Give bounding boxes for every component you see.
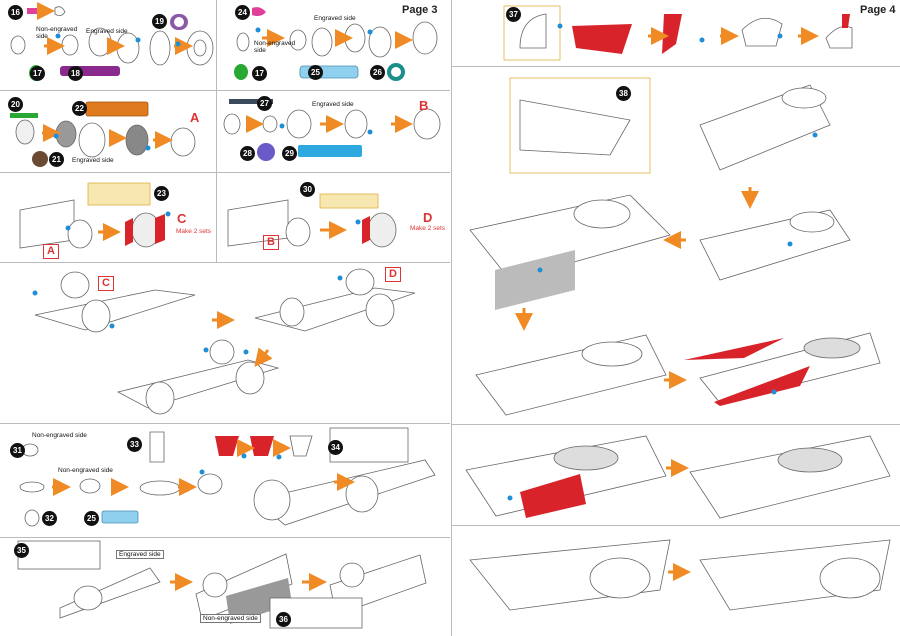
step-badge: 17 — [252, 66, 267, 81]
non-engraved-side-label: Non-engraved side — [58, 467, 113, 474]
step-badge: 18 — [68, 66, 83, 81]
divider — [452, 424, 900, 425]
step-badge: 33 — [127, 437, 142, 452]
step-24-wheel-assembly — [234, 7, 438, 81]
assembly-letter-d: D — [423, 210, 433, 225]
page-divider — [451, 0, 452, 636]
step-badge: 26 — [370, 65, 385, 80]
divider — [452, 525, 900, 526]
step-badge: 25 — [308, 65, 323, 80]
step-badge: 35 — [14, 543, 29, 558]
step-badge: 34 — [328, 440, 343, 455]
engraved-side-label: Engraved side — [314, 15, 356, 22]
step-badge: 25 — [84, 511, 99, 526]
step-badge: 24 — [235, 5, 250, 20]
engraved-side-label: Engraved side — [312, 101, 354, 108]
divider — [0, 262, 450, 263]
divider — [452, 66, 900, 67]
step-badge: 28 — [240, 146, 255, 161]
non-engraved-side-label: Non-engraved side — [200, 614, 261, 623]
step-badge: 17 — [30, 66, 45, 81]
engraved-side-label: Engraved side — [116, 550, 164, 559]
non-engraved-side-label: Non-engraved side — [254, 40, 296, 54]
page-number-right: Page 4 — [860, 4, 896, 16]
step-badge: 22 — [72, 101, 87, 116]
make-2-sets-note: Make 2 sets — [176, 228, 212, 235]
step-16-wheel-assembly — [10, 6, 214, 81]
assembly-letter-c: C — [177, 211, 187, 226]
divider — [0, 90, 450, 91]
divider — [0, 423, 450, 424]
step-badge: 30 — [300, 182, 315, 197]
make-2-sets-note: Make 2 sets — [410, 225, 446, 232]
step-badge: 38 — [616, 86, 631, 101]
step-badge: 32 — [42, 511, 57, 526]
step-badge: 37 — [506, 7, 521, 22]
engraved-side-label: Engraved side — [72, 157, 114, 164]
step-badge: 20 — [8, 97, 23, 112]
step-badge: 31 — [10, 443, 25, 458]
step-badge: 36 — [276, 612, 291, 627]
assembly-letter-d-box: D — [385, 267, 401, 282]
orange-arrows-row1 — [37, 2, 193, 55]
step-badge: 16 — [8, 5, 23, 20]
assembly-letter-b: B — [419, 98, 429, 113]
assembly-letter-b-box: B — [263, 235, 279, 250]
step-badge: 27 — [257, 96, 272, 111]
divider — [216, 0, 217, 262]
non-engraved-side-label: Non-engraved side — [36, 26, 78, 40]
divider — [0, 172, 450, 173]
step-badge: 23 — [154, 186, 169, 201]
assembly-letter-c-box: C — [98, 276, 114, 291]
non-engraved-side-label: Non-engraved side — [32, 432, 87, 439]
step-badge: 29 — [282, 146, 297, 161]
engraved-side-label: Engraved side — [86, 28, 128, 35]
step-badge: 21 — [49, 152, 64, 167]
assembly-letter-a: A — [190, 110, 200, 125]
assembly-letter-a-box: A — [43, 244, 59, 259]
page-number-left: Page 3 — [402, 4, 438, 16]
step-badge: 19 — [152, 14, 167, 29]
divider — [0, 537, 450, 538]
